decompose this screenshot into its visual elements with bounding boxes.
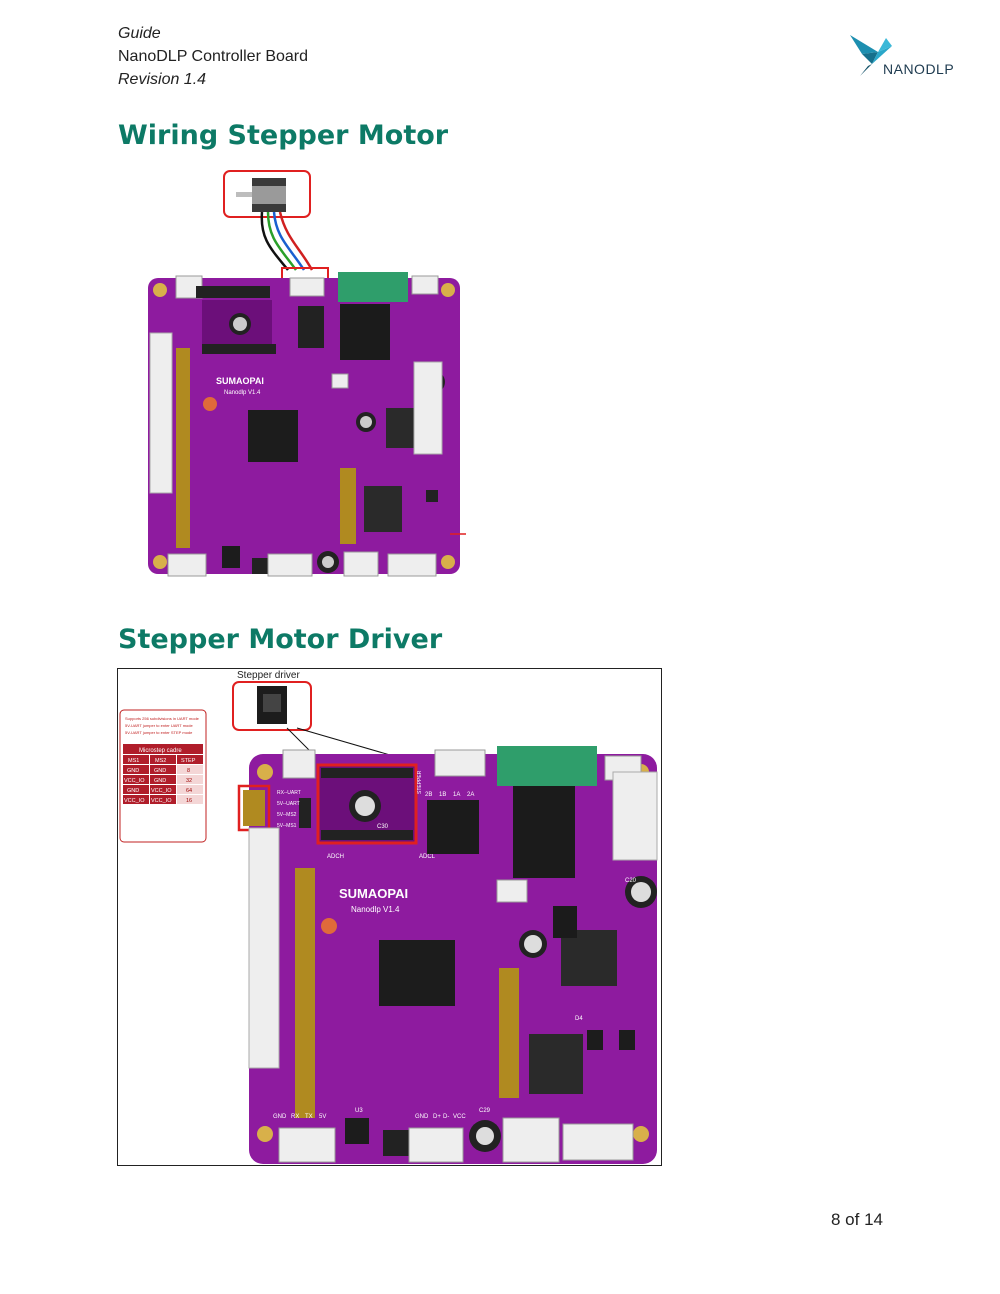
bottom-label-gnd: GND xyxy=(273,1114,287,1120)
table-cell-r2-c0: GND xyxy=(127,788,139,794)
page-number: 8 of 14 xyxy=(831,1210,883,1229)
silk-u3: U3 xyxy=(355,1108,363,1114)
usb-label-dm: D- xyxy=(443,1114,449,1120)
silk-c29: C29 xyxy=(479,1108,491,1114)
board-model-2: Nanodlp V1.4 xyxy=(351,905,400,914)
adc-label-l: ADCL xyxy=(419,854,436,860)
microstep-table-title: Microstep cadre xyxy=(139,748,182,754)
section-title-wiring: Wiring Stepper Motor xyxy=(118,120,449,151)
bottom-label-5v: 5V xyxy=(319,1114,326,1120)
pin-label-1a: 1A xyxy=(453,792,460,798)
section-title-driver: Stepper Motor Driver xyxy=(118,624,443,655)
doc-type: Guide xyxy=(118,25,161,42)
usb-label-dp: D+ xyxy=(433,1114,441,1120)
table-header-ms1: MS1 xyxy=(128,758,139,764)
table-cell-r3-c2: 16 xyxy=(186,798,192,804)
pin-label-1b: 1B xyxy=(439,792,446,798)
side-label-1: RX--UART xyxy=(277,790,301,796)
side-label-3: 5V--MS2 xyxy=(277,812,297,818)
table-cell-r3-c1: VCC_IO xyxy=(151,798,172,804)
table-cell-r0-c2: 8 xyxy=(187,768,190,774)
pin-label-2a: 2A xyxy=(467,792,474,798)
note-line-2: 5V-UART jumper to enter UART mode xyxy=(125,723,194,728)
board-brand-2: SUMAOPAI xyxy=(339,886,408,901)
silk-c30: C30 xyxy=(377,824,389,830)
microstep-table: MS1 MS2 STEP GND GND 8 VCC_IO GND 32 GND… xyxy=(123,755,203,804)
table-cell-r0-c1: GND xyxy=(154,768,166,774)
board-model-1: Nanodlp V1.4 xyxy=(224,390,261,396)
silk-c20: C20 xyxy=(625,878,637,884)
mcu-chip xyxy=(379,940,455,1006)
logo-text: NANODLP xyxy=(883,61,955,77)
bottom-label-tx: TX xyxy=(305,1114,313,1120)
table-cell-r1-c1: GND xyxy=(154,778,166,784)
wiring-diagram: SUMAOPAI Nanodlp V1.4 xyxy=(148,170,466,577)
driver-diagram: Stepper driver Supports 256 subdivisions… xyxy=(117,668,662,1166)
driver-label: Stepper driver xyxy=(237,670,300,681)
table-cell-r1-c2: 32 xyxy=(186,778,192,784)
doc-revision: Revision 1.4 xyxy=(118,71,207,88)
table-cell-r1-c0: VCC_IO xyxy=(124,778,145,784)
note-line-3: 5V-UART jumper to enter STEP mode xyxy=(125,730,193,735)
doc-title: NanoDLP Controller Board xyxy=(118,48,309,65)
bottom-label-rx: RX xyxy=(291,1114,299,1120)
table-cell-r2-c2: 64 xyxy=(186,788,192,794)
bird-logo-icon xyxy=(850,35,892,76)
adc-label-h: ADCH xyxy=(327,854,344,860)
table-cell-r0-c0: GND xyxy=(127,768,139,774)
table-cell-r2-c1: VCC_IO xyxy=(151,788,172,794)
board-brand-1: SUMAOPAI xyxy=(216,376,264,386)
side-label-2: 5V--UART xyxy=(277,801,300,807)
silk-d4: D4 xyxy=(575,1016,583,1022)
table-header-step: STEP xyxy=(181,758,196,764)
note-line-1: Supports 256 subdivisions in UART mode xyxy=(125,716,200,721)
table-cell-r3-c0: VCC_IO xyxy=(124,798,145,804)
usb-label-gnd: GND xyxy=(415,1114,429,1120)
side-label-4: 5V--MS1 xyxy=(277,823,297,829)
table-header-ms2: MS2 xyxy=(155,758,166,764)
silk-stepper: STEPPER xyxy=(417,770,423,794)
usb-label-vcc: VCC xyxy=(453,1114,466,1120)
mcu-chip xyxy=(248,410,298,462)
pin-label-2b: 2B xyxy=(425,792,432,798)
